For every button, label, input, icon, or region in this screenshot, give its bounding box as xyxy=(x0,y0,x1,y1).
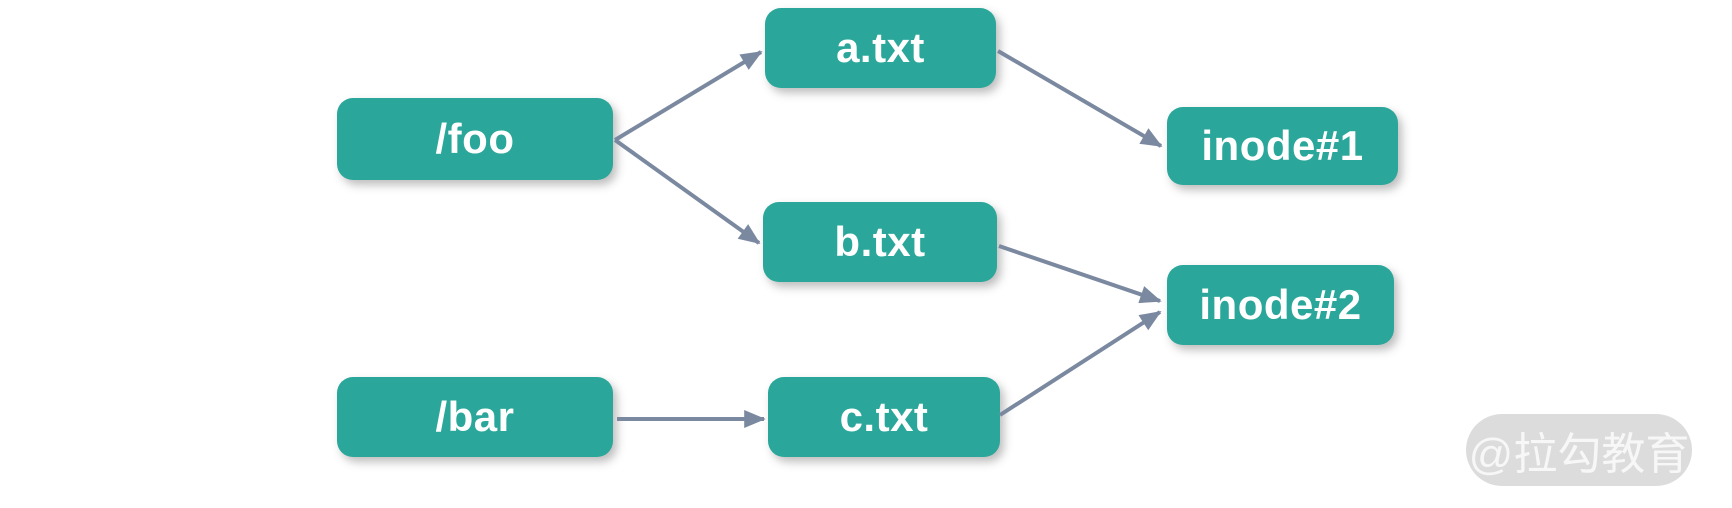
arrow-foo-to-a-txt xyxy=(613,50,763,142)
node-inode1: inode#1 xyxy=(1167,107,1398,185)
arrow-c-txt-to-inode2 xyxy=(998,310,1162,417)
arrow-foo-to-b-txt xyxy=(613,138,761,245)
node-bar: /bar xyxy=(337,377,613,457)
arrow-b-txt-to-inode2 xyxy=(998,244,1162,304)
watermark-badge: @拉勾教育 xyxy=(1466,414,1692,486)
node-a-txt: a.txt xyxy=(765,8,996,88)
node-inode2: inode#2 xyxy=(1167,265,1394,345)
node-foo: /foo xyxy=(337,98,613,180)
watermark-label: @拉勾教育 xyxy=(1468,430,1690,479)
node-b-txt: b.txt xyxy=(763,202,997,282)
node-c-txt: c.txt xyxy=(768,377,1000,457)
arrow-a-txt-to-inode1 xyxy=(996,49,1163,148)
